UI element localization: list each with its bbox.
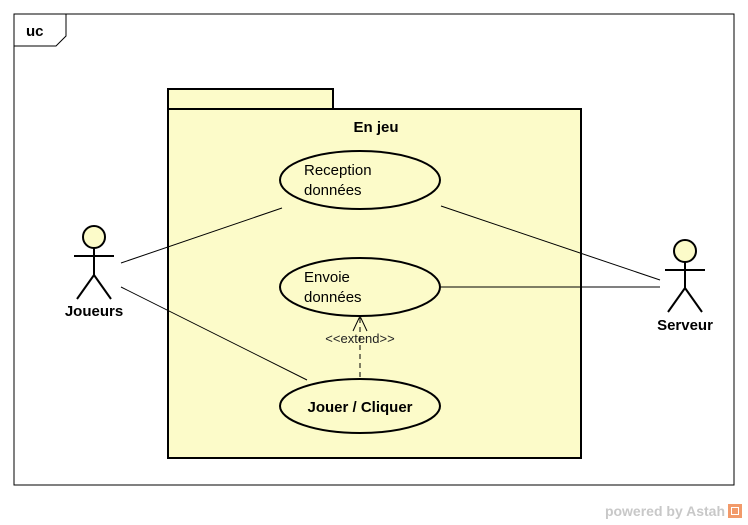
package-name: En jeu: [353, 119, 398, 136]
astah-logo-icon: [728, 504, 742, 518]
actor-joueurs-leg-right: [93, 274, 112, 300]
usecase-envoie-donnees[interactable]: Envoie données: [279, 257, 441, 317]
usecase-reception-ellipse[interactable]: [279, 150, 441, 210]
package-tab[interactable]: [167, 88, 334, 110]
usecase-jouer-line1: Jouer / Cliquer: [307, 399, 412, 416]
assoc-joueurs-jouer[interactable]: [120, 286, 308, 381]
actor-joueurs-head[interactable]: [82, 225, 106, 249]
usecase-envoie-line1: Envoie: [304, 269, 350, 286]
usecase-reception-line1: Reception: [304, 162, 372, 179]
frame-tag: [14, 14, 67, 47]
actor-serveur-leg-left: [667, 287, 686, 313]
actor-serveur[interactable]: Serveur: [657, 239, 713, 334]
assoc-reception-serveur[interactable]: [440, 205, 661, 281]
usecase-reception-donnees[interactable]: Reception données: [279, 150, 441, 210]
usecase-reception-line2: données: [304, 182, 362, 199]
assoc-joueurs-reception[interactable]: [120, 207, 283, 264]
actor-joueurs-leg-left: [76, 274, 95, 300]
usecase-envoie-ellipse[interactable]: [279, 257, 441, 317]
actor-serveur-label: Serveur: [657, 317, 713, 334]
astah-watermark: powered by Astah: [605, 503, 742, 519]
usecase-jouer-ellipse[interactable]: [279, 378, 441, 434]
actor-joueurs[interactable]: Joueurs: [65, 225, 123, 320]
watermark-text: powered by Astah: [604, 503, 725, 519]
actor-joueurs-label: Joueurs: [65, 303, 123, 320]
usecase-envoie-line2: données: [304, 289, 362, 306]
usecase-jouer-cliquer[interactable]: Jouer / Cliquer: [279, 378, 441, 434]
frame-tag-label: uc: [26, 23, 44, 40]
actor-serveur-leg-right: [684, 287, 703, 313]
extend-label: <<extend>>: [325, 331, 394, 346]
actor-serveur-head[interactable]: [673, 239, 697, 263]
